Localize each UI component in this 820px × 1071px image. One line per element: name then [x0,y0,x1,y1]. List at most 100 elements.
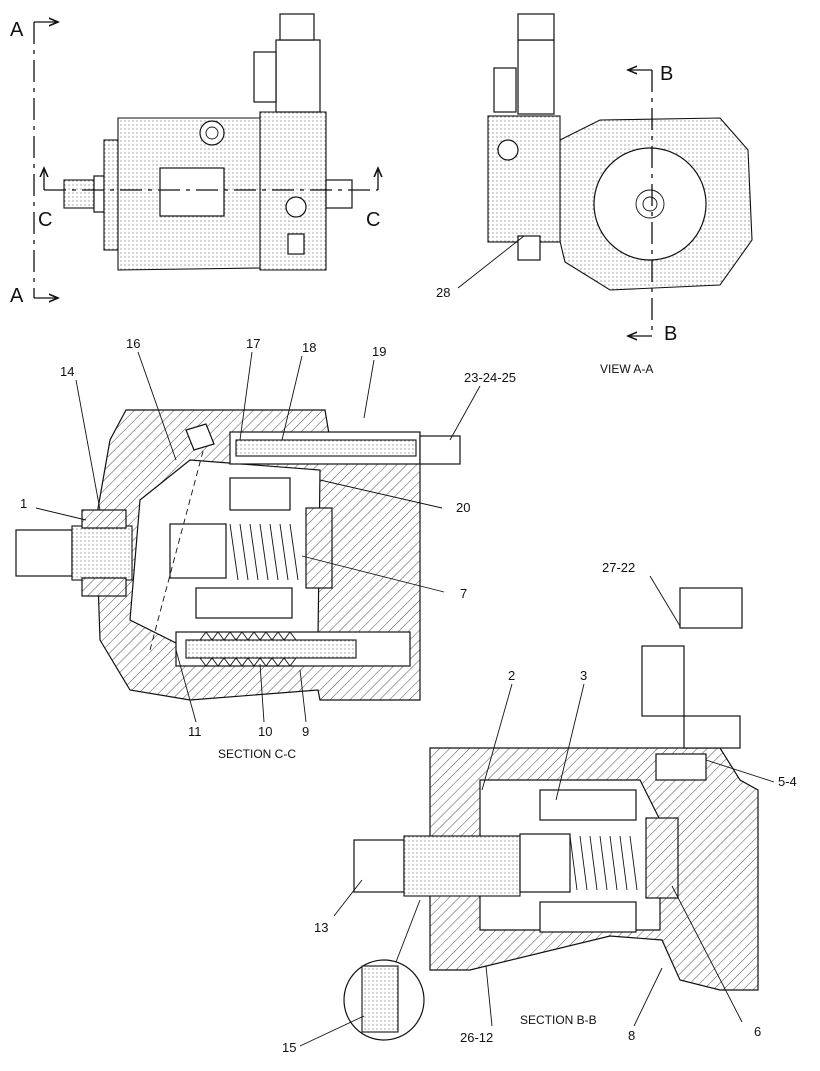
marker-b-top: B [660,63,673,85]
marker-c-right: C [366,209,380,231]
leader-17 [239,351,253,441]
detail-leader [395,899,421,963]
shaft-seal [635,189,665,219]
swash-pin [185,423,215,451]
port-bore [205,126,219,140]
leader-14 [75,379,101,511]
callout-16: 16 [126,336,140,351]
leader-1 [35,507,87,521]
leader-20 [319,479,443,509]
callout-17: 17 [246,336,260,351]
marker-b-bottom: B [664,323,677,345]
callout-3: 3 [580,668,587,683]
callout-20: 20 [456,500,470,515]
adjust-screw [287,233,305,255]
callout-26-12: 26-12 [460,1030,493,1045]
callout-7: 7 [460,586,467,601]
bearing-top [81,509,127,529]
shaft-end [642,196,658,212]
splined-shaft-bb [353,839,405,893]
callout-5-4: 5-4 [778,774,797,789]
solenoid-plug-end [493,67,517,113]
adjust-stem [517,235,541,261]
control-block-bb [683,715,741,749]
piston-bottom-bb [539,901,637,933]
shaft-body-cc [71,525,133,581]
servo-piston-top [235,439,417,457]
solenoid-connector [253,51,277,103]
leader-16 [137,351,177,461]
end-cover [593,147,707,261]
solenoid-bb [641,645,685,717]
control-port-end [497,139,519,161]
barrel-hub-bb [519,833,571,893]
leader-6 [671,885,743,1023]
leader-19 [363,359,375,419]
housing-cover-plate [159,167,225,217]
control-block-end [487,115,561,243]
leader-28 [457,235,525,289]
spring-bb [569,835,638,891]
solenoid-nut-end [517,13,555,41]
view-aa: B B 28 VIEW A-A [436,13,753,376]
valve-plate [305,507,333,589]
bearing-bottom [81,577,127,597]
leader-8 [633,967,663,1027]
callout-6: 6 [754,1024,761,1039]
servo-piston-bottom [185,639,357,659]
barrel-hub [169,523,227,579]
marker-a-top: A [10,19,24,41]
callout-14: 14 [60,364,74,379]
callout-9: 9 [302,724,309,739]
end-cap [419,435,461,465]
callout-18: 18 [302,340,316,355]
servo-spring-outer [199,631,297,641]
shaft-collar [93,175,105,213]
callout-2: 2 [508,668,515,683]
callout-28: 28 [436,285,450,300]
piston-top [229,477,291,511]
leader-10 [259,663,265,723]
side-view: A A C C [10,13,380,307]
control-port [285,196,307,218]
callout-1: 1 [20,496,27,511]
marker-a-bottom: A [10,285,24,307]
solenoid-nut-bb [679,587,743,629]
servo-spring-inner [199,657,297,667]
piston-bottom [195,587,293,619]
caption-view-aa: VIEW A-A [600,362,653,376]
callout-11: 11 [188,724,202,739]
shaft-body-bb [403,835,521,897]
callout-19: 19 [372,344,386,359]
splined-shaft-cc [15,529,73,577]
valve-plate-bb [645,817,679,899]
caption-section-bb: SECTION B-B [520,1013,597,1027]
drive-shaft [63,179,95,209]
section-bb: 2 3 5-4 27-22 13 15 26-12 8 6 SECTION B-… [282,560,797,1055]
detail-insert-15 [361,965,399,1033]
mounting-flange [103,139,119,251]
section-cc: 1 14 16 17 18 19 23-24-25 20 7 11 10 9 S… [15,336,516,761]
leader-7 [301,555,445,593]
swashplate-line [149,439,207,651]
leader-2 [481,683,513,791]
callout-10: 10 [258,724,272,739]
leader-26-12 [485,965,493,1027]
marker-c-left: C [38,209,52,231]
piston-top-bb [539,789,637,821]
leader-9 [299,669,307,723]
plug-5-4 [655,753,707,781]
leader-23-24-25 [449,385,481,441]
leader-13 [333,879,363,917]
callout-27-22: 27-22 [602,560,635,575]
leader-18 [281,355,303,441]
caption-section-cc: SECTION C-C [218,747,296,761]
solenoid-nut [279,13,315,41]
barrel-spring [229,523,299,581]
leader-3 [555,683,585,801]
leader-15 [299,1015,365,1047]
callout-13: 13 [314,920,328,935]
callout-15: 15 [282,1040,296,1055]
solenoid-body [275,39,321,113]
leader-5-4 [705,759,775,783]
